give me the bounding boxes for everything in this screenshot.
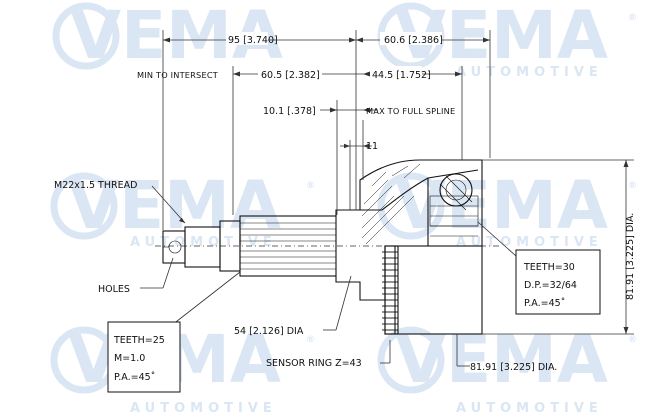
spec-left-teeth: TEETH=25 [113,335,165,346]
watermark-registered: ® [306,335,315,345]
dim-overall-length: 95 [3.740] [228,35,278,46]
dim-min-to-intersect-label: MIN TO INTERSECT [137,70,219,80]
watermark-sub: AUTOMOTIVE [456,401,603,416]
shaft-dia-leader [335,275,352,331]
watermark-registered: ® [628,335,637,345]
watermark-registered: ® [628,13,637,23]
ball [439,173,473,207]
cv-joint-part [162,159,483,335]
dim-spline-length: 44.5 [1.752] [372,70,431,81]
labels: 95 [3.740] 60.6 [2.386] MIN TO INTERSECT… [54,32,636,373]
spec-box-right: TEETH=30 D.P.=32/64 P.A.=45˚ [515,249,601,315]
sensor-ring-teeth [382,251,398,331]
watermark-mid-right: VEMA AUTOMOTIVE ® [377,167,637,250]
dim-housing-length: 60.6 [2.386] [384,35,443,46]
thread-leader [151,185,186,224]
watermark-sub: AUTOMOTIVE [456,65,603,80]
spec-box-left-frame [107,321,181,393]
spec-box-right-frame [515,249,601,315]
dim-max-to-full-spline-label: MAX TO FULL SPLINE [366,106,455,116]
housing-lower-outline [335,246,386,301]
dim-eleven: 11 [366,141,378,152]
spec-right-diametral-pitch: D.P.=32/64 [524,280,577,291]
spec-box-left: TEETH=25 M=1.0 P.A.=45˚ [107,321,181,393]
dim-max-to-full-spline-value: 10.1 [.378] [263,106,316,117]
spec-left-module: M=1.0 [114,353,145,364]
watermark-sub: AUTOMOTIVE [130,401,277,416]
sensor-ring-body [384,245,399,335]
bore-spline-lines [430,225,478,237]
watermark-brand: VEMA [395,321,608,398]
housing-upper-outline [335,159,483,246]
watermark-registered: ® [306,181,315,191]
thread-callout: M22x1.5 THREAD [54,180,137,191]
watermark-registered: ® [628,181,637,191]
box-right-leader [477,221,517,257]
dim-min-to-intersect-value: 60.5 [2.382] [261,70,320,81]
watermark-brand: VEMA [395,167,608,244]
spec-left-pressure-angle: P.A.=45˚ [114,372,155,383]
watermark-sub: AUTOMOTIVE [456,235,603,250]
watermark-sub: AUTOMOTIVE [130,235,277,250]
holes-leader [162,257,174,289]
spec-right-teeth: TEETH=30 [523,262,575,273]
dim-shaft-dia: 54 [2.126] DIA [234,326,304,337]
sensor-ring-callout: SENSOR RING Z=43 [266,358,362,369]
housing-section-hatch [361,163,421,245]
sensor-ring [382,245,399,335]
watermark-brand: VEMA [68,167,281,244]
dim-housing-dia-right: 81.91 [3.225] DIA. [625,213,636,300]
shaft-spline-lines [240,222,336,270]
dim-housing-dia-bottom: 81.91 [3.225] DIA. [470,362,557,373]
holes-callout: HOLES [98,284,130,295]
spec-right-pressure-angle: P.A.=45˚ [524,298,565,309]
splined-shaft [239,215,337,277]
